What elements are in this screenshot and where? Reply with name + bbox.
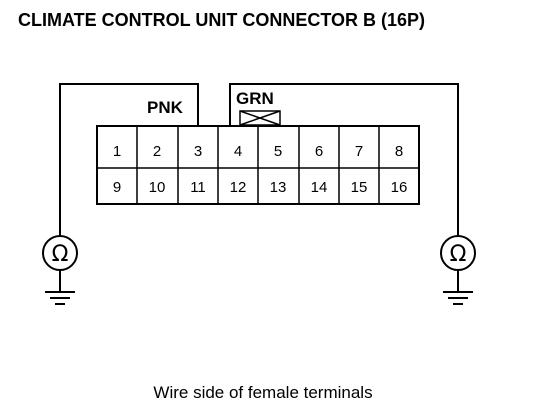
pin-row-top: 1 2 3 4 5 6 7 8 — [113, 143, 403, 160]
pin-10: 10 — [149, 179, 166, 196]
pin-4: 4 — [234, 143, 242, 160]
pin-row-bottom: 9 10 11 12 13 14 15 16 — [113, 179, 408, 196]
left-probe-wire — [59, 83, 199, 236]
ohm-symbol-left: Ω — [52, 242, 69, 267]
ohm-symbol-right: Ω — [450, 242, 467, 267]
pin-11: 11 — [190, 179, 206, 196]
pin-14: 14 — [311, 179, 328, 196]
pin-3: 3 — [194, 143, 202, 160]
ohmmeter-icon: Ω — [440, 235, 476, 271]
diagram-title: CLIMATE CONTROL UNIT CONNECTOR B (16P) — [18, 10, 425, 30]
caption: Wire side of female terminals — [153, 383, 372, 402]
connector-latch — [239, 110, 281, 126]
pin-8: 8 — [395, 143, 403, 160]
pin-15: 15 — [351, 179, 368, 196]
wire-label-pnk: PNK — [147, 98, 184, 117]
pin-5: 5 — [274, 143, 282, 160]
pin-16: 16 — [391, 179, 408, 196]
pin-13: 13 — [270, 179, 287, 196]
pin-7: 7 — [355, 143, 363, 160]
ground-icon — [45, 270, 75, 305]
wire-label-grn: GRN — [236, 89, 274, 108]
ground-icon — [443, 270, 473, 305]
pin-1: 1 — [113, 143, 121, 160]
pin-6: 6 — [315, 143, 323, 160]
pin-2: 2 — [153, 143, 161, 160]
pin-12: 12 — [230, 179, 247, 196]
connector-body — [96, 125, 420, 205]
pin-9: 9 — [113, 179, 121, 196]
right-probe-wire — [229, 83, 459, 236]
ohmmeter-icon: Ω — [42, 235, 78, 271]
